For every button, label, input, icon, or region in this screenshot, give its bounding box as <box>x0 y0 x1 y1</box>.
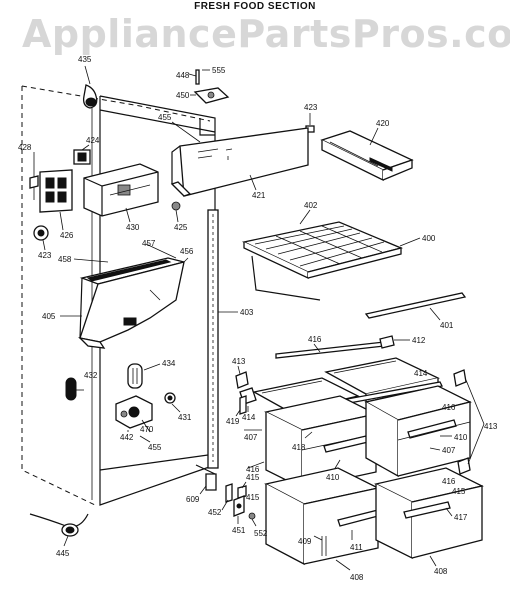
label-426: 426 <box>60 231 74 240</box>
label-408-right: 408 <box>434 567 448 576</box>
part-400-wire-shelf <box>241 209 421 301</box>
label-418: 418 <box>292 443 306 452</box>
label-416-right: 416 <box>442 403 456 412</box>
label-415-lower: 415 <box>246 493 260 502</box>
label-414-top: 414 <box>414 369 428 378</box>
label-442: 442 <box>120 433 134 442</box>
label-428: 428 <box>18 143 32 152</box>
watermark: AppliancePartsPros.com <box>22 12 510 56</box>
label-411: 411 <box>350 543 363 552</box>
label-402: 402 <box>304 201 318 210</box>
label-415-left: 415 <box>246 473 260 482</box>
label-450: 450 <box>176 91 190 100</box>
part-421-control-panel <box>170 121 309 197</box>
part-452-hinge <box>221 483 233 511</box>
label-405: 405 <box>42 312 56 321</box>
part-609-hinge-pin <box>199 473 217 495</box>
part-455-trim <box>139 435 151 443</box>
label-416-top: 416 <box>308 335 322 344</box>
label-431: 431 <box>178 413 192 422</box>
label-552: 552 <box>254 529 268 538</box>
label-455-bottom: 455 <box>148 443 162 452</box>
part-413-bracket-right <box>453 369 485 475</box>
label-423-top: 423 <box>304 103 318 112</box>
label-403: 403 <box>240 308 254 317</box>
label-555: 555 <box>212 66 226 75</box>
label-609: 609 <box>186 495 200 504</box>
part-408-lower-right-drawer <box>374 467 484 567</box>
part-405-shelf-support <box>60 243 189 349</box>
label-401: 401 <box>440 321 454 330</box>
label-430: 430 <box>126 223 140 232</box>
label-419: 419 <box>226 417 240 426</box>
part-442-damper <box>115 395 153 433</box>
part-431-plug <box>164 392 181 413</box>
part-413-bracket-left <box>235 365 249 389</box>
part-416-cover-rod <box>275 341 385 359</box>
label-420: 420 <box>376 119 390 128</box>
part-451-bracket <box>233 495 245 524</box>
part-424-lamp-socket <box>73 144 91 165</box>
label-455-top: 455 <box>158 113 172 122</box>
part-415-shim <box>237 481 247 499</box>
part-403-shelf-ladder <box>207 209 238 469</box>
label-407-left: 407 <box>244 433 258 442</box>
part-420-dairy-tray <box>320 127 414 182</box>
label-448: 448 <box>176 71 190 80</box>
label-421: 421 <box>252 191 266 200</box>
label-434: 434 <box>162 359 176 368</box>
part-430-control-housing <box>83 163 159 223</box>
label-416-lower-right: 416 <box>442 477 456 486</box>
label-417: 417 <box>454 513 468 522</box>
part-425-screw <box>171 201 181 223</box>
crisper-cover-left <box>252 377 360 413</box>
part-410-upper-right-drawer <box>364 385 472 478</box>
label-414-left: 414 <box>242 413 256 422</box>
label-413-left: 413 <box>232 357 246 366</box>
label-425: 425 <box>174 223 188 232</box>
part-434-housing-cover <box>127 363 161 389</box>
label-410-right: 410 <box>454 433 468 442</box>
label-410-left: 410 <box>326 473 340 482</box>
part-445-wire-harness <box>29 513 89 547</box>
label-445: 445 <box>56 549 70 558</box>
label-435: 435 <box>78 55 92 64</box>
label-409: 409 <box>298 537 312 546</box>
part-419-clip <box>235 395 247 417</box>
part-423-knob <box>33 225 49 251</box>
part-401-shelf-trim <box>364 292 467 321</box>
part-432-grille <box>65 377 84 401</box>
part-412-clip <box>379 335 410 349</box>
label-456: 456 <box>180 247 194 256</box>
label-451: 451 <box>232 526 246 535</box>
part-410-upper-left-drawer <box>264 395 378 490</box>
label-400: 400 <box>422 234 436 243</box>
part-number-labels: 435 448 555 450 424 423 420 455 428 426 … <box>18 55 498 582</box>
label-412: 412 <box>412 336 426 345</box>
label-408-left: 408 <box>350 573 364 582</box>
label-452: 452 <box>208 508 222 517</box>
part-450-top-hinge <box>188 69 230 104</box>
part-552-screw <box>248 512 257 527</box>
part-435-light-bulb <box>82 65 98 109</box>
label-424: 424 <box>86 136 100 145</box>
label-407-right: 407 <box>442 446 456 455</box>
label-432: 432 <box>84 371 98 380</box>
label-413-right: 413 <box>484 422 498 431</box>
label-423-left: 423 <box>38 251 52 260</box>
label-416-left: 416 <box>246 465 260 474</box>
label-415-right: 415 <box>452 487 466 496</box>
label-458: 458 <box>58 255 72 264</box>
part-408-lower-left-drawer <box>264 467 380 571</box>
diagram-title: FRESH FOOD SECTION <box>194 1 316 12</box>
label-457: 457 <box>142 239 156 248</box>
part-428-426-control-bracket <box>29 152 73 231</box>
label-470: 470 <box>140 425 154 434</box>
